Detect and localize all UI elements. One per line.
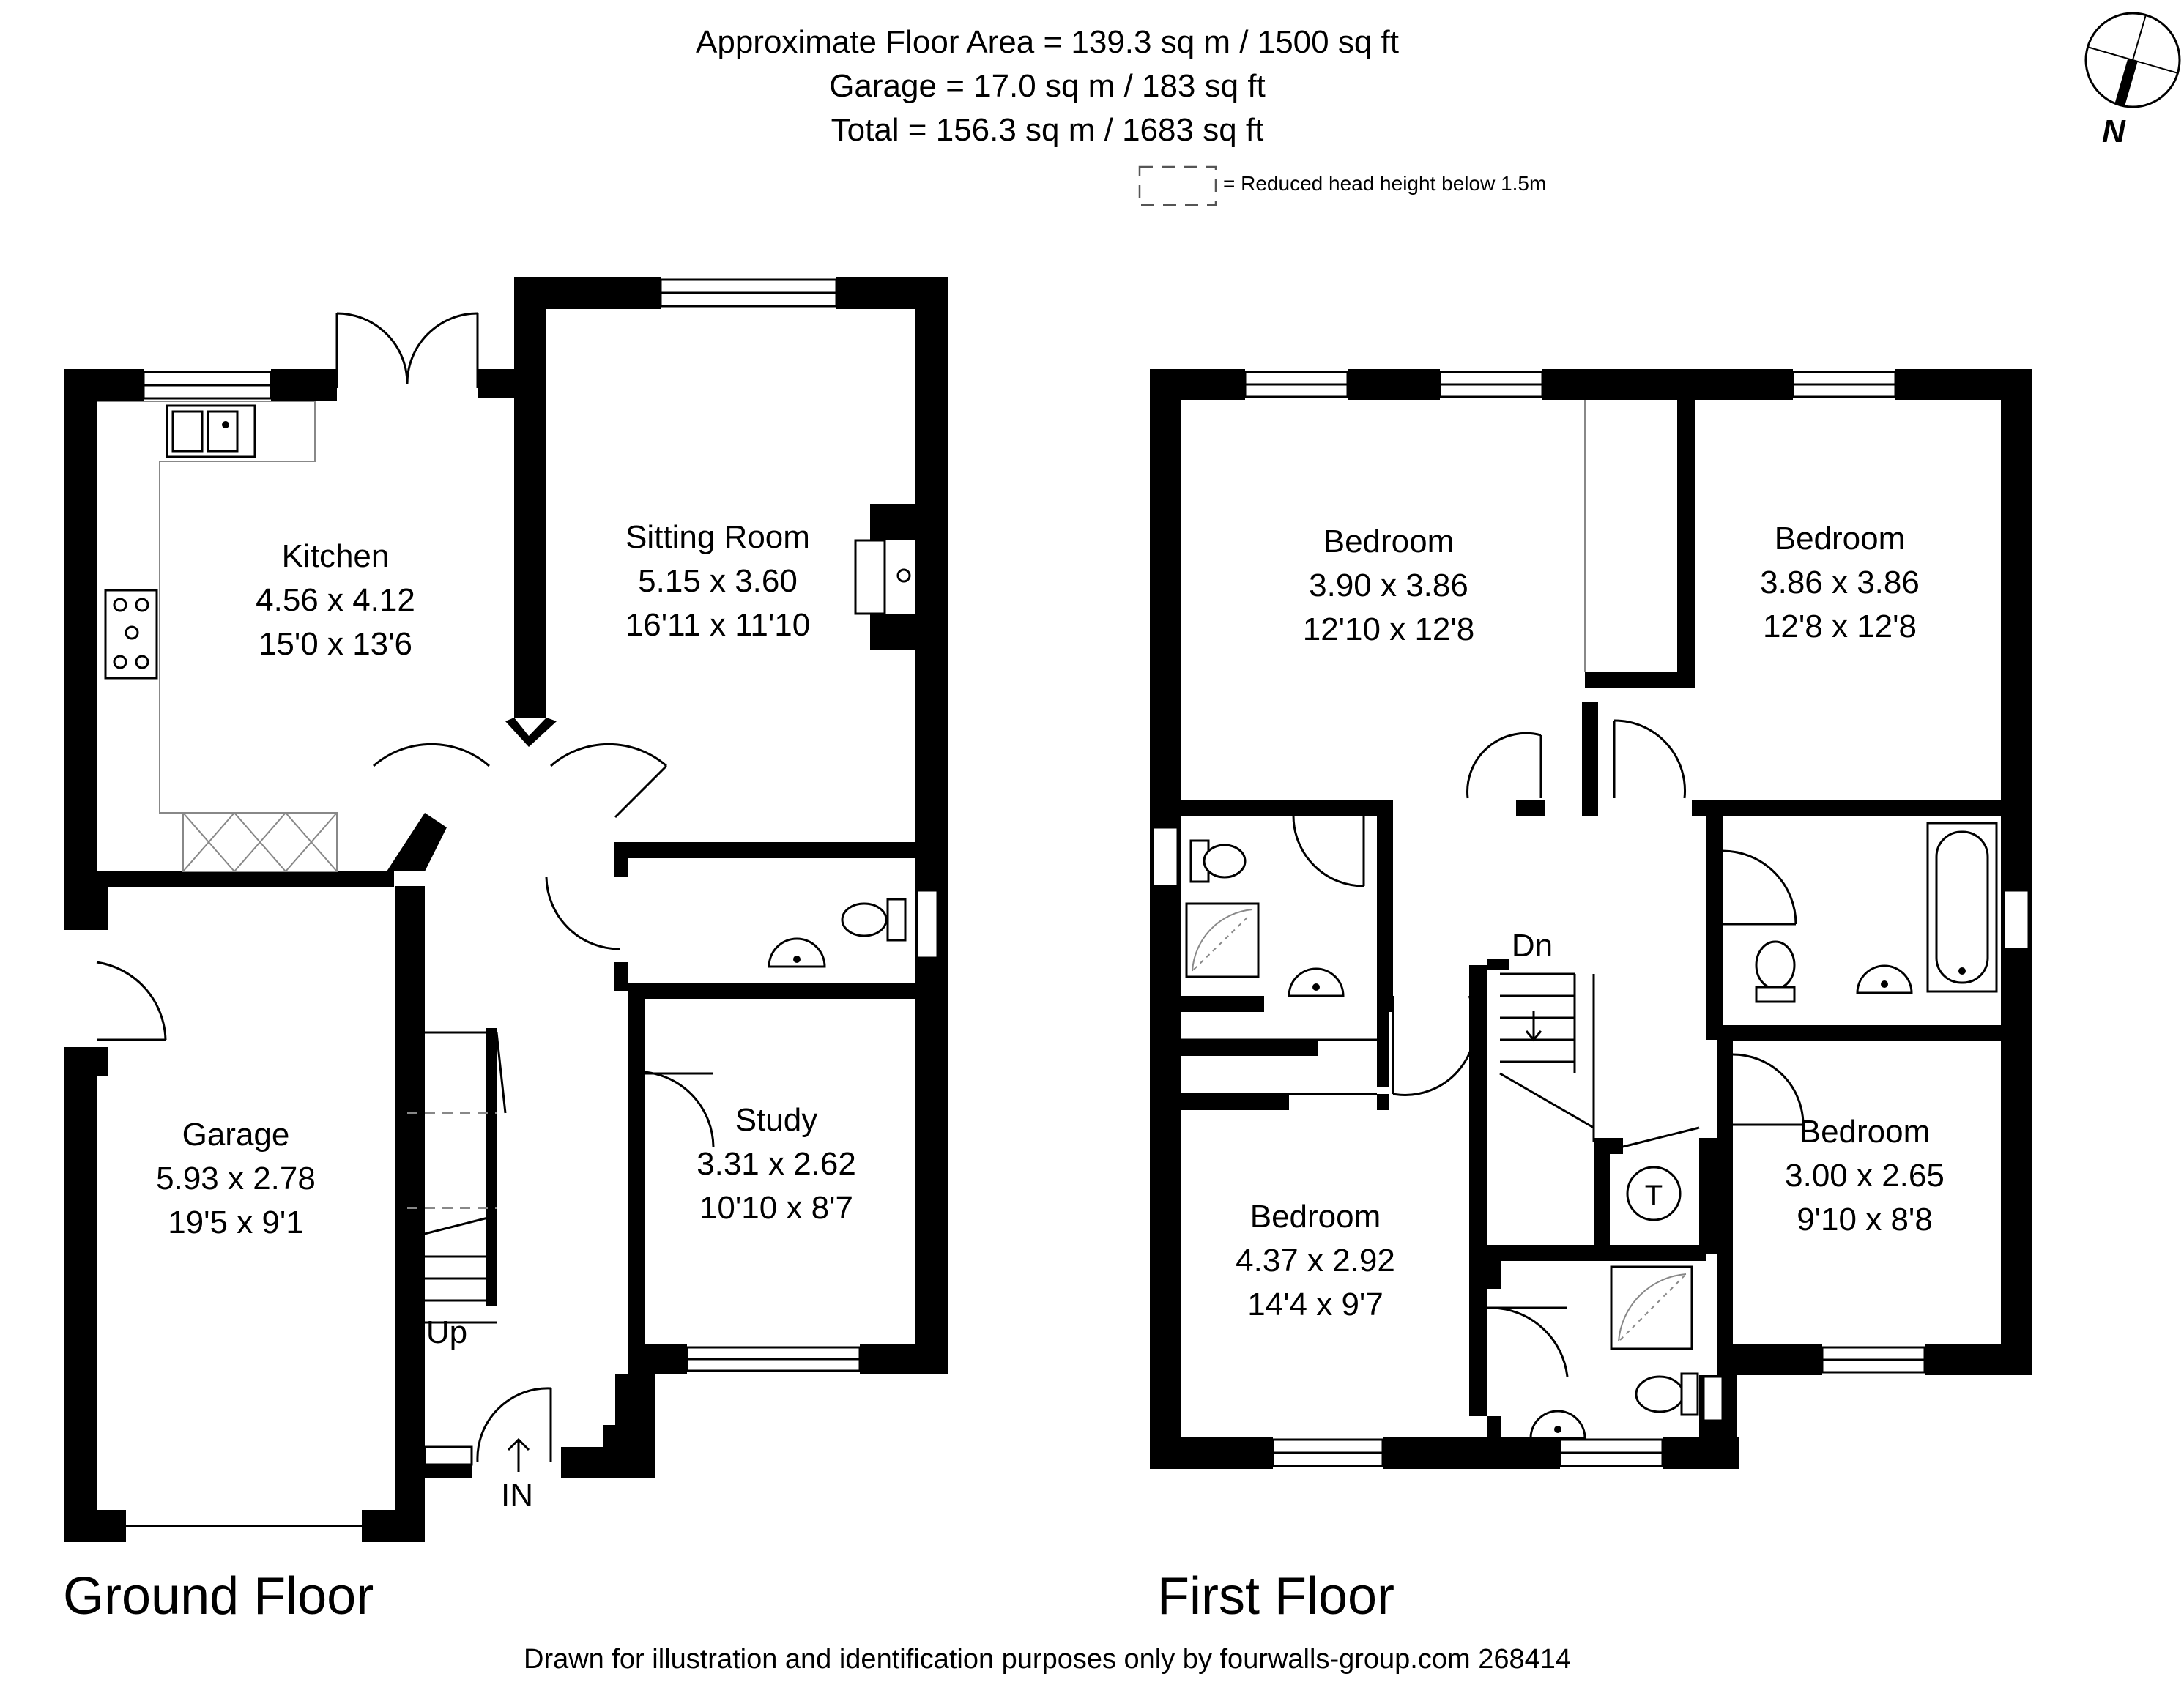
reduced-height-legend-label: = Reduced head height below 1.5m — [1223, 172, 1546, 195]
water-tank-icon: T — [1626, 1166, 1682, 1221]
svg-text:Bedroom: Bedroom — [1775, 521, 1906, 557]
entrance-label: IN — [501, 1477, 533, 1513]
bath-icon — [1926, 822, 1998, 993]
ground-floor-title: Ground Floor — [63, 1567, 374, 1626]
svg-text:Garage: Garage — [182, 1117, 290, 1153]
first-floor-plan: T — [1150, 369, 2032, 1626]
kitchen-sink-icon — [166, 404, 256, 458]
svg-text:Bedroom: Bedroom — [1323, 524, 1455, 559]
disclaimer-footer: Drawn for illustration and identificatio… — [524, 1644, 1571, 1675]
svg-text:Kitchen: Kitchen — [282, 538, 390, 574]
wc-basin-icon — [768, 937, 826, 968]
ensuite-basin-icon — [1288, 967, 1345, 997]
compass-rose: N — [2084, 12, 2181, 149]
reduced-height-legend: = Reduced head height below 1.5m — [1138, 165, 1546, 206]
svg-text:15'0 x 13'6: 15'0 x 13'6 — [259, 626, 412, 662]
garage-area-text: Garage = 17.0 sq m / 183 sq ft — [829, 68, 1266, 104]
svg-text:Sitting Room: Sitting Room — [625, 519, 810, 555]
svg-text:12'8 x 12'8: 12'8 x 12'8 — [1763, 609, 1917, 644]
svg-text:14'4 x 9'7: 14'4 x 9'7 — [1247, 1287, 1383, 1322]
svg-text:10'10 x 8'7: 10'10 x 8'7 — [699, 1190, 853, 1226]
shower-room-basin-icon — [1529, 1410, 1586, 1440]
ground-floor-stairs — [407, 1028, 507, 1324]
svg-text:19'5 x 9'1: 19'5 x 9'1 — [168, 1205, 304, 1240]
svg-text:4.56 x 4.12: 4.56 x 4.12 — [256, 582, 415, 618]
stairs-up-label: Up — [426, 1314, 467, 1350]
room-label-study: Study 3.31 x 2.62 10'10 x 8'7 — [697, 1102, 856, 1226]
svg-text:5.15 x 3.60: 5.15 x 3.60 — [638, 563, 798, 599]
room-label-sitting-room: Sitting Room 5.15 x 3.60 16'11 x 11'10 — [625, 519, 810, 643]
water-tank-label: T — [1645, 1180, 1663, 1212]
kitchen-french-doors — [335, 312, 479, 388]
svg-text:5.93 x 2.78: 5.93 x 2.78 — [156, 1161, 316, 1197]
total-area-text: Total = 156.3 sq m / 1683 sq ft — [831, 112, 1264, 148]
room-label-bedroom-3: Bedroom 4.37 x 2.92 14'4 x 9'7 — [1236, 1199, 1395, 1322]
header-area-summary: Approximate Floor Area = 139.3 sq m / 15… — [696, 24, 1399, 148]
fireplace-hearth — [854, 539, 886, 615]
svg-text:3.86 x 3.86: 3.86 x 3.86 — [1760, 565, 1920, 600]
svg-text:12'10 x 12'8: 12'10 x 12'8 — [1303, 611, 1475, 647]
stairs-down-label: Dn — [1512, 928, 1553, 964]
svg-text:Bedroom: Bedroom — [1799, 1114, 1931, 1150]
svg-text:16'11 x 11'10: 16'11 x 11'10 — [625, 607, 810, 643]
svg-text:3.90 x 3.86: 3.90 x 3.86 — [1309, 568, 1468, 603]
shower-room-shower-icon — [1610, 1265, 1693, 1350]
fireplace-icon — [896, 568, 911, 583]
ground-floor-plan: Kitchen 4.56 x 4.12 15'0 x 13'6 Sitting … — [63, 277, 948, 1626]
shower-room-toilet-icon — [1635, 1372, 1699, 1416]
compass-north-label: N — [2102, 114, 2126, 149]
svg-text:3.00 x 2.65: 3.00 x 2.65 — [1785, 1158, 1945, 1194]
bathroom-basin-icon — [1856, 964, 1913, 994]
kitchen-units — [182, 812, 338, 872]
floor-area-text: Approximate Floor Area = 139.3 sq m / 15… — [696, 24, 1399, 60]
bathroom-toilet-icon — [1755, 940, 1796, 1003]
ensuite-shower-icon — [1185, 902, 1260, 978]
svg-text:3.31 x 2.62: 3.31 x 2.62 — [697, 1146, 856, 1182]
svg-text:9'10 x 8'8: 9'10 x 8'8 — [1797, 1202, 1933, 1238]
room-label-garage: Garage 5.93 x 2.78 19'5 x 9'1 — [156, 1117, 316, 1240]
svg-text:4.37 x 2.92: 4.37 x 2.92 — [1236, 1243, 1395, 1279]
svg-text:Study: Study — [735, 1102, 818, 1138]
wc-toilet-icon — [841, 898, 907, 942]
ensuite-toilet-icon — [1189, 839, 1247, 883]
room-label-bedroom-1: Bedroom 3.90 x 3.86 12'10 x 12'8 — [1303, 524, 1475, 647]
svg-text:Bedroom: Bedroom — [1250, 1199, 1381, 1235]
compass-north-arrow-icon — [2114, 59, 2138, 107]
room-label-kitchen: Kitchen 4.56 x 4.12 15'0 x 13'6 — [256, 538, 415, 662]
first-floor-title: First Floor — [1157, 1567, 1394, 1626]
dashed-box-icon — [1138, 165, 1217, 206]
hob-icon — [104, 589, 158, 680]
room-label-bedroom-2: Bedroom 3.86 x 3.86 12'8 x 12'8 — [1760, 521, 1920, 644]
first-floor-stairs — [1487, 959, 1595, 1142]
room-label-bedroom-4: Bedroom 3.00 x 2.65 9'10 x 8'8 — [1785, 1114, 1945, 1238]
entrance-arrow-icon — [507, 1437, 530, 1472]
